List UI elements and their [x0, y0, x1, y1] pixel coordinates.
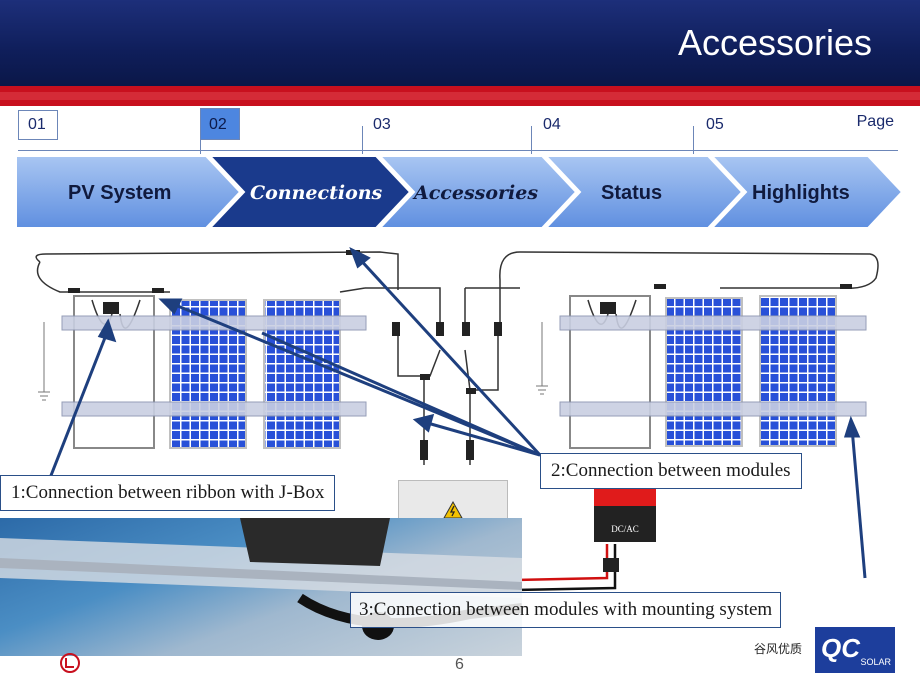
nav-chevron-bar	[16, 156, 904, 229]
callout-ribbon-jbox: 1:Connection between ribbon with J-Box	[0, 475, 336, 511]
page-tick	[200, 126, 201, 154]
callout-mounting-system: 3:Connection between modules with mounti…	[350, 592, 782, 628]
page-timeline	[18, 150, 898, 151]
qc-solar-logo: QC SOLAR	[815, 627, 895, 673]
page-tick	[693, 126, 694, 154]
nav-item-pv-system[interactable]: PV System	[68, 182, 172, 204]
inverter: DC/AC	[594, 480, 656, 542]
certification-icon	[60, 653, 80, 673]
page-tick	[531, 126, 532, 154]
nav-item-accessories[interactable]: Accessories	[414, 182, 539, 204]
page-number-04[interactable]: 04	[543, 116, 561, 133]
inverter-cables	[515, 544, 619, 592]
logo-subtext: SOLAR	[860, 657, 891, 667]
nav-chevron-pv-system	[16, 156, 242, 229]
callout-between-modules: 2:Connection between modules	[540, 453, 802, 489]
page-box-01	[18, 110, 58, 140]
slide-header: Accessories	[0, 0, 920, 86]
page-number-01[interactable]: 01	[28, 116, 46, 133]
nav-chevron-status	[543, 156, 744, 229]
logo-text: QC	[821, 633, 860, 663]
warning-icon	[443, 501, 463, 519]
nav-chevron-connections	[207, 156, 412, 229]
slide-title: Accessories	[677, 22, 872, 63]
header-band-highlight	[0, 92, 920, 100]
nav-chevron-highlights	[709, 156, 904, 229]
slide-page-number: 6	[455, 656, 464, 673]
brand-chinese-text: 谷风优质	[754, 642, 803, 656]
nav-item-status[interactable]: Status	[601, 182, 663, 204]
nav-item-connections[interactable]: Connections	[250, 182, 383, 204]
page-tick	[362, 126, 363, 154]
page-number-02[interactable]: 02	[209, 116, 227, 133]
nav-chevron-accessories	[377, 156, 578, 229]
page-number-05[interactable]: 05	[706, 116, 724, 133]
page-label: Page	[856, 113, 894, 130]
inverter-label: DC/AC	[611, 524, 639, 534]
mounting-photo-illustration	[0, 518, 522, 640]
certification-logo	[30, 652, 82, 674]
nav-item-highlights[interactable]: Highlights	[752, 182, 850, 204]
mounting-photo	[0, 518, 522, 656]
page-box-02	[200, 108, 240, 140]
page-number-03[interactable]: 03	[373, 116, 391, 133]
